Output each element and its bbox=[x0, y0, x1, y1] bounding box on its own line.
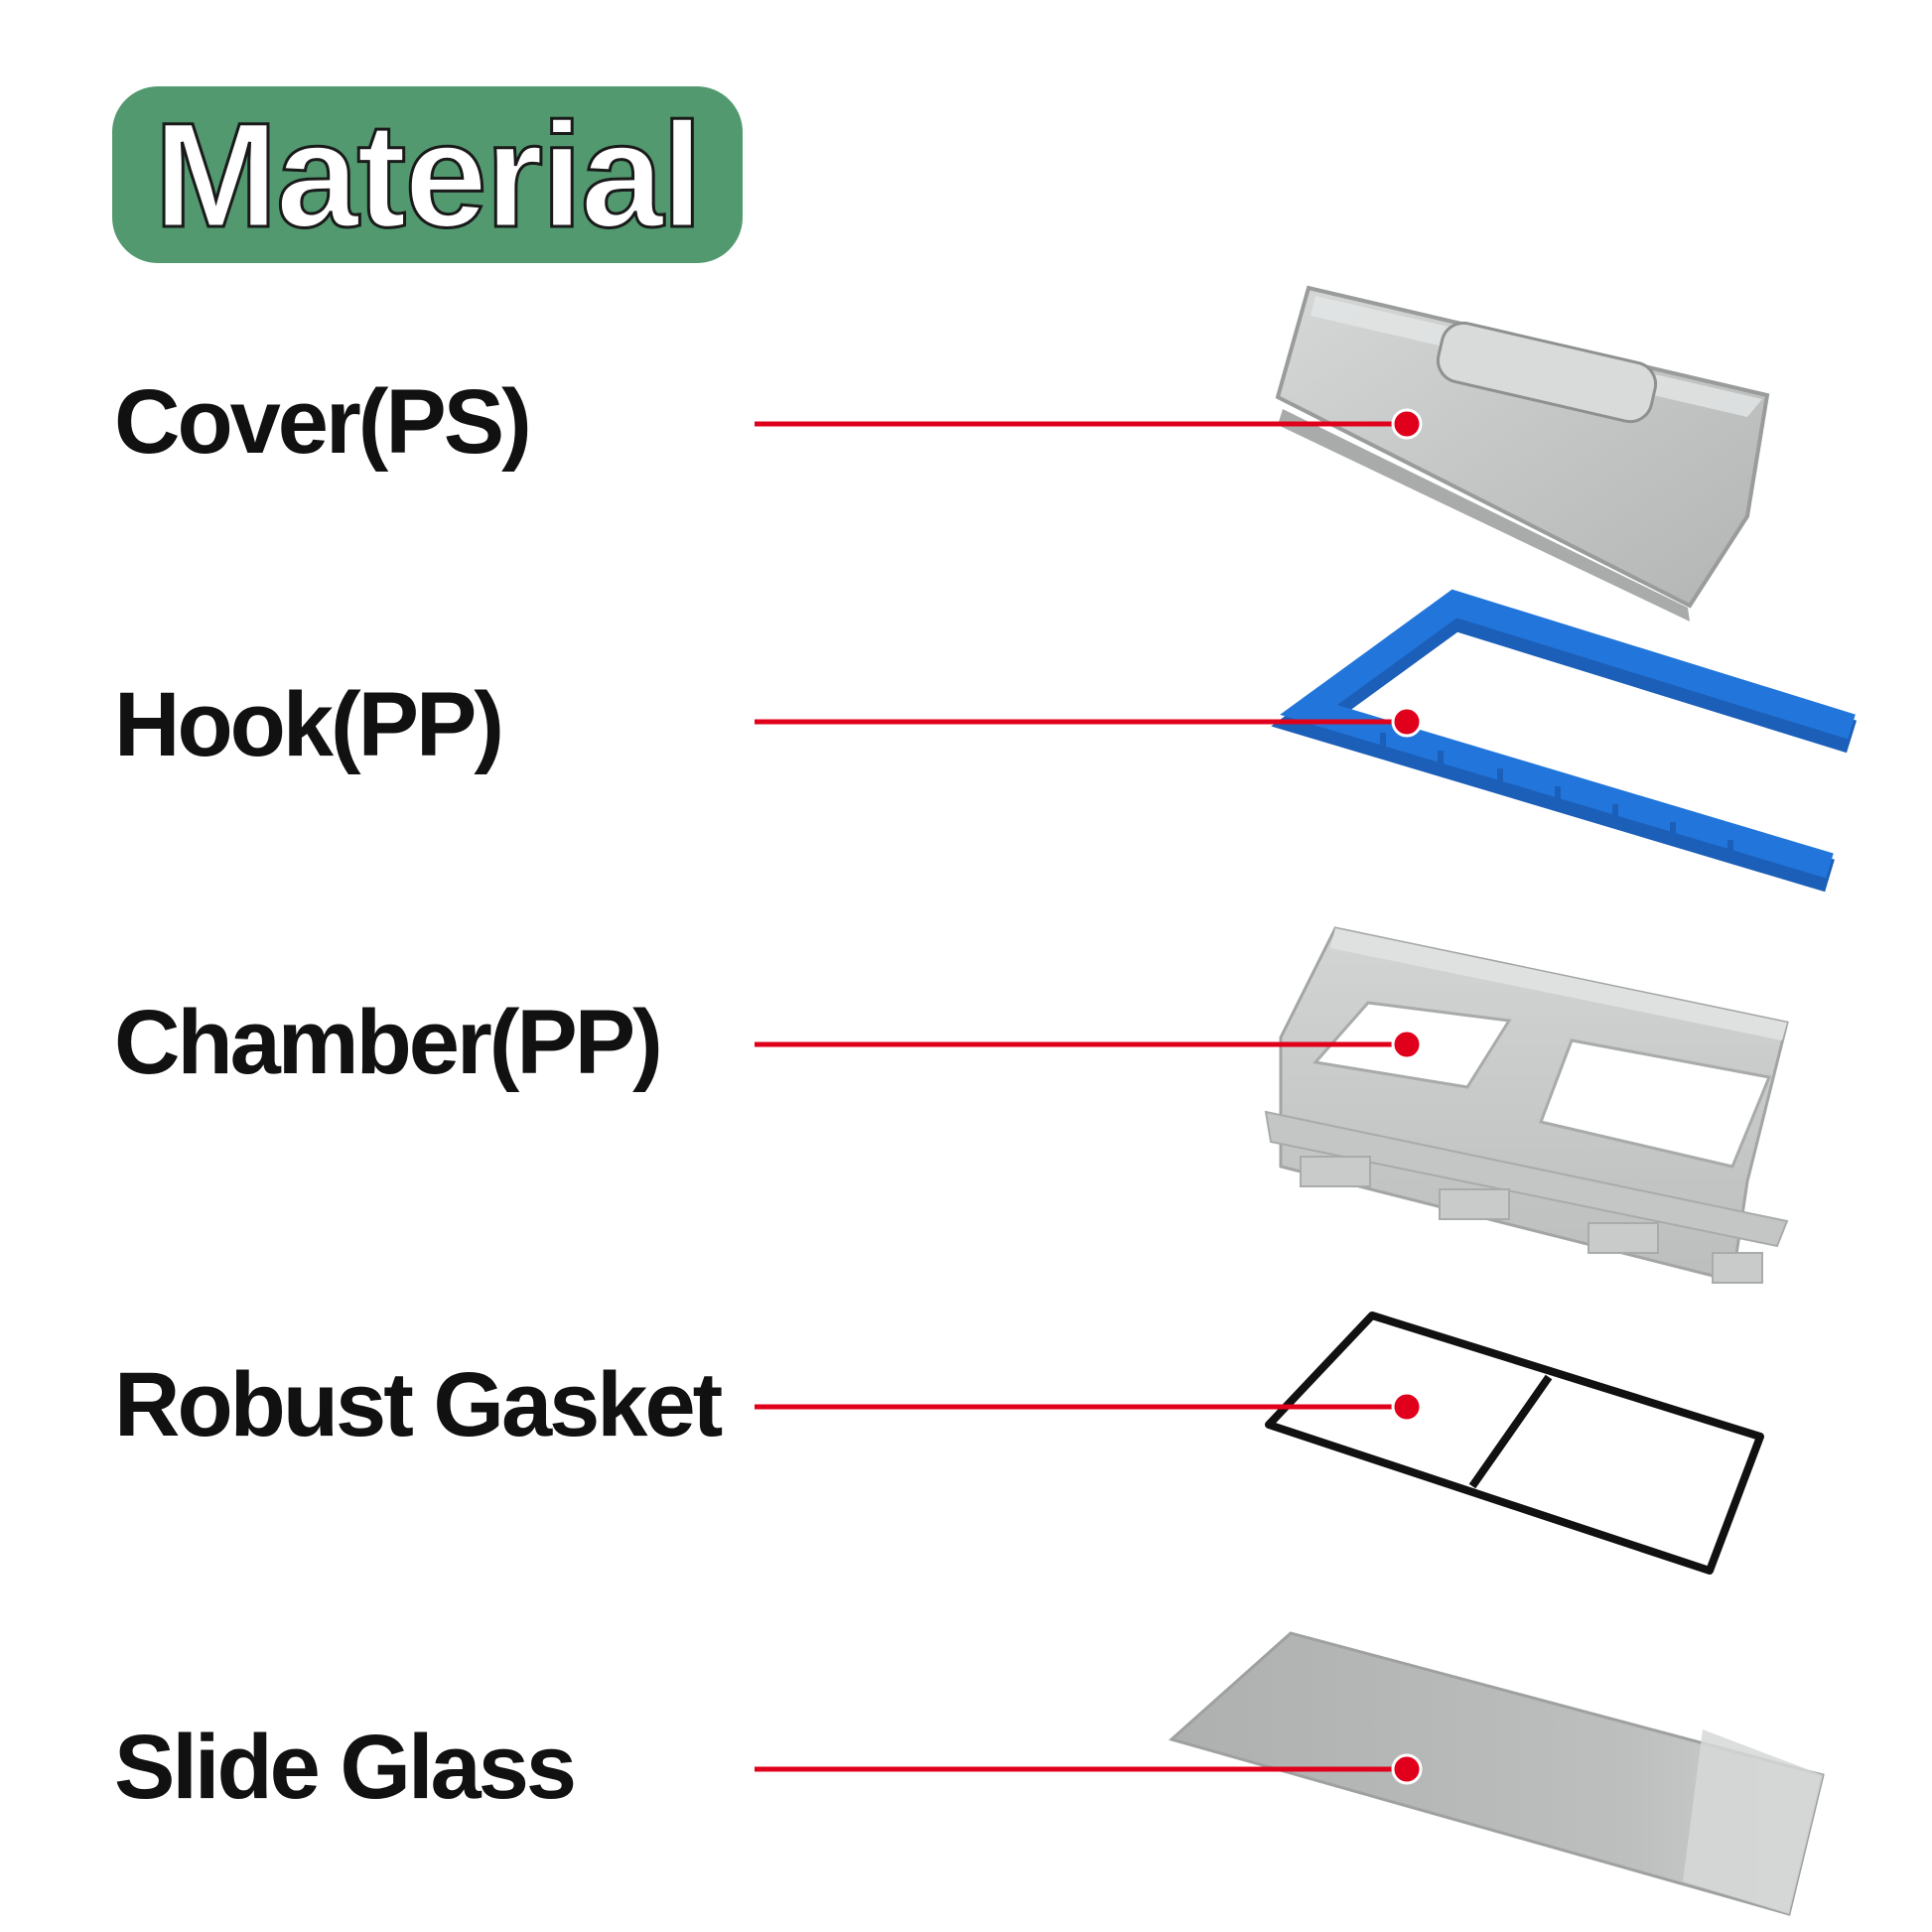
leader-dot-cover bbox=[1391, 408, 1423, 440]
label-gasket: Robust Gasket bbox=[114, 1354, 723, 1455]
leader-dot-slide-glass bbox=[1391, 1753, 1423, 1785]
leader-dot-hook bbox=[1391, 706, 1423, 738]
label-slide-glass: Slide Glass bbox=[114, 1717, 577, 1818]
gasket-divider bbox=[1468, 1374, 1553, 1489]
label-cover: Cover(PS) bbox=[114, 371, 532, 473]
slide-glass-part bbox=[1168, 1631, 1825, 1916]
gasket-part bbox=[1265, 1311, 1764, 1575]
chamber-clips bbox=[1300, 1156, 1763, 1284]
leader-dot-gasket bbox=[1391, 1391, 1423, 1423]
leader-dot-chamber bbox=[1391, 1029, 1423, 1060]
chamber-well-2 bbox=[1538, 1038, 1772, 1169]
cover-handle bbox=[1436, 321, 1658, 424]
leader-lines bbox=[755, 408, 1423, 1785]
chamber-flange bbox=[1264, 1110, 1789, 1248]
page-title: Material bbox=[153, 89, 705, 259]
slide-glass-frosted-end bbox=[1683, 1729, 1823, 1914]
chamber-top-rim bbox=[1330, 928, 1787, 1040]
label-hook: Hook(PP) bbox=[114, 674, 504, 775]
cover-part bbox=[1275, 285, 1770, 621]
gasket-outer bbox=[1265, 1311, 1764, 1575]
cover-edge bbox=[1278, 409, 1690, 621]
hook-part bbox=[1271, 589, 1858, 893]
chamber-part bbox=[1264, 926, 1789, 1284]
title-badge: Material bbox=[112, 86, 743, 263]
hook-frame bbox=[1280, 589, 1856, 879]
label-chamber: Chamber(PP) bbox=[114, 992, 663, 1093]
hook-teeth bbox=[1380, 733, 1733, 854]
